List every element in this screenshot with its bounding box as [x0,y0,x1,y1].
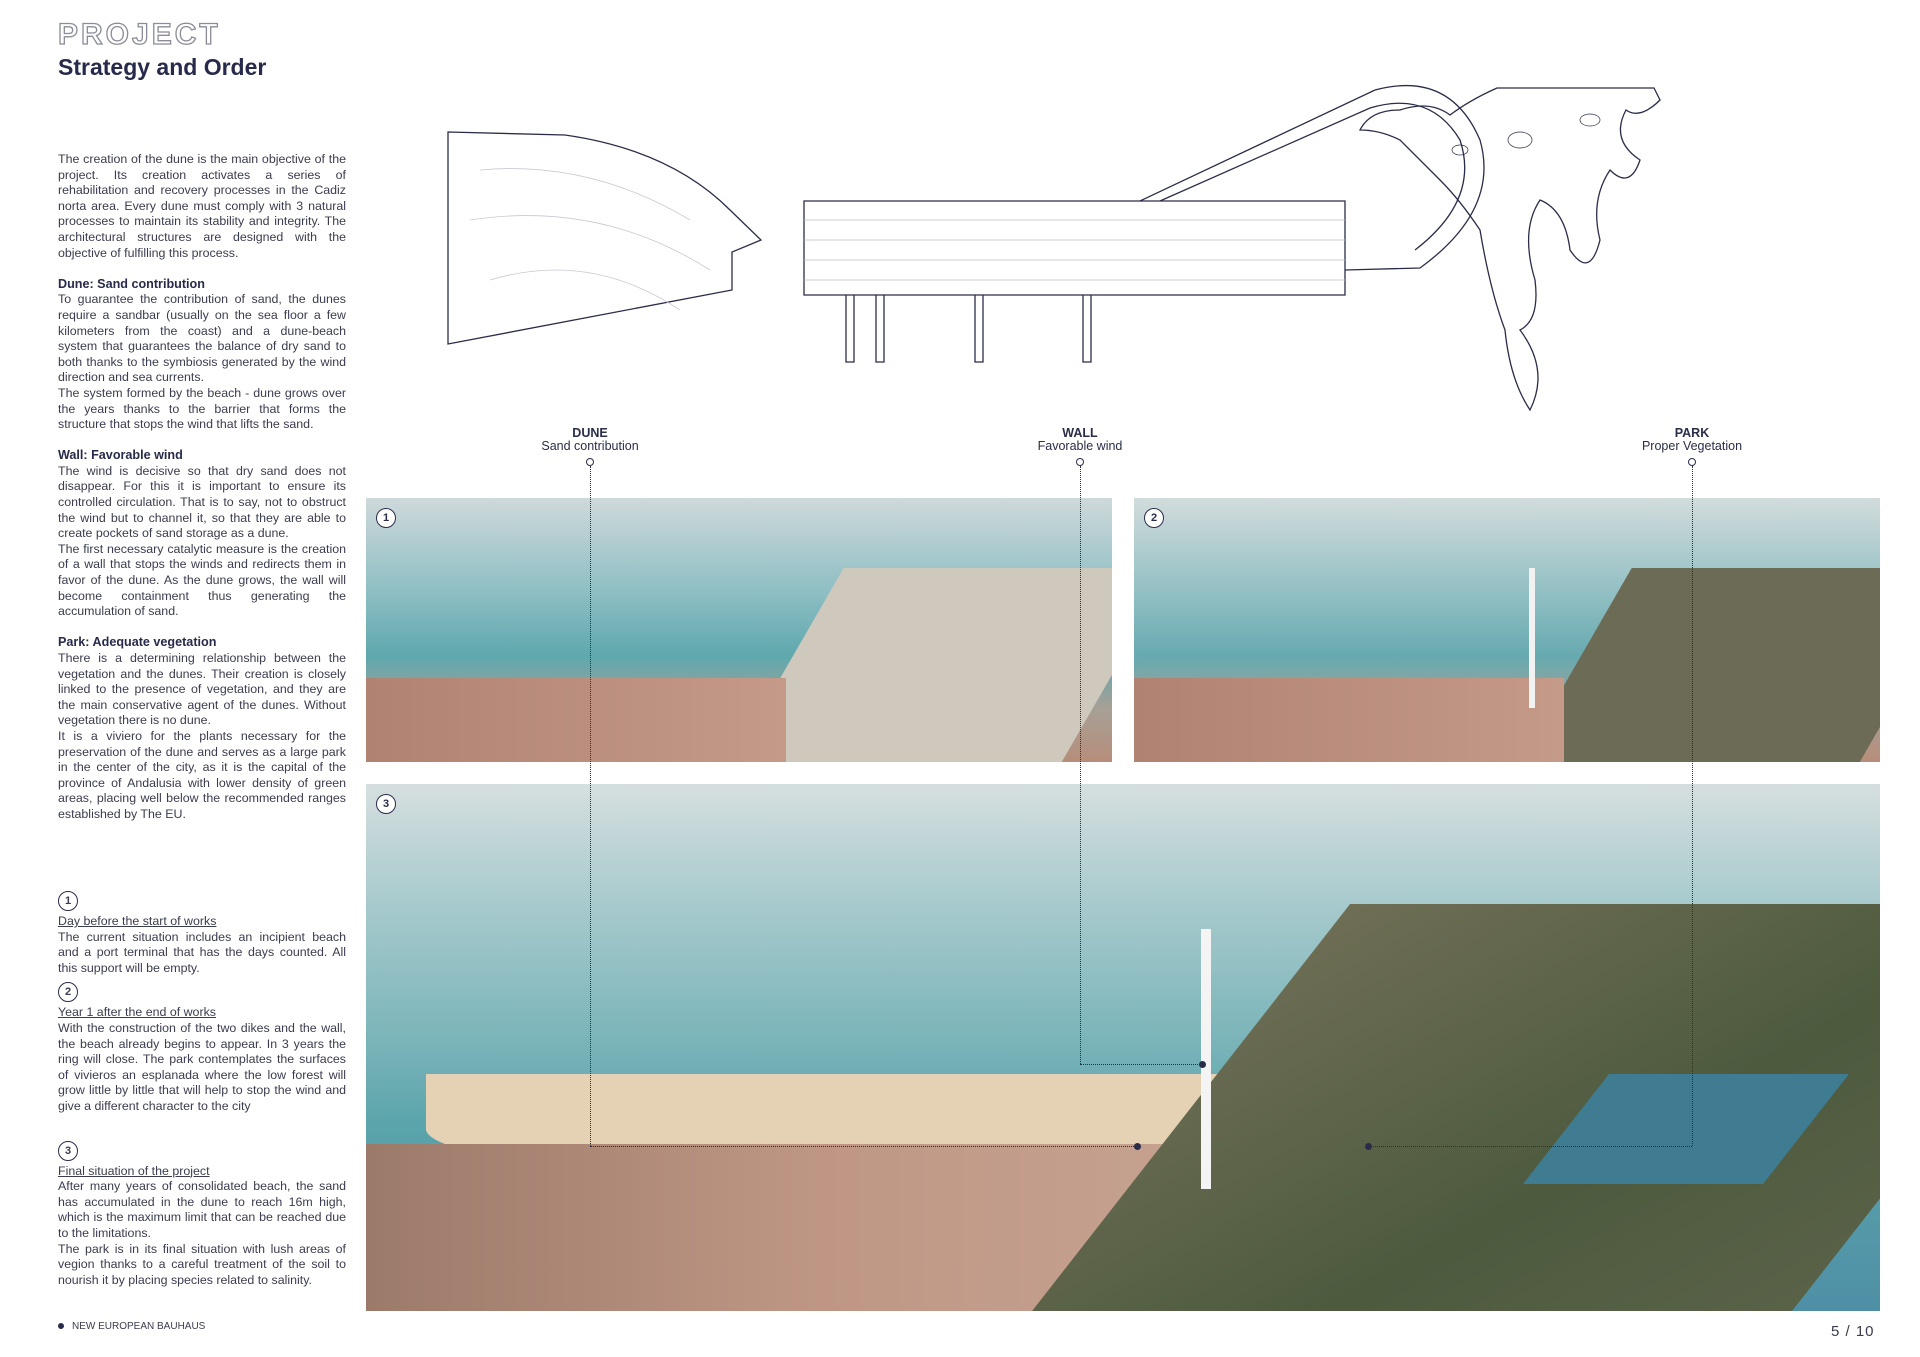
phase-title: Year 1 after the end of works [58,1005,216,1020]
page-title: Strategy and Order [58,54,267,80]
leader-line-wall [1080,1064,1202,1065]
photo-badge: 3 [376,794,396,814]
wall-structure [1529,568,1535,708]
phase-number-badge: 2 [58,982,78,1003]
wall-plan-drawing [803,84,1485,363]
label-title: DUNE [572,426,608,440]
marker-dune [586,458,594,466]
brand-label: NEW EUROPEAN BAUHAUS [72,1321,206,1332]
leader-line-park [1692,466,1693,1146]
city-area [1134,678,1564,762]
phase-text: After many years of consolidated beach, … [58,1179,346,1240]
label-title: WALL [1062,426,1098,440]
phase-number-badge: 1 [58,891,78,911]
phase-item: 2 Year 1 after the end of works With the… [58,982,346,1114]
phase-text: The park is in its final situation with … [58,1241,346,1287]
section-text: There is a determining relationship betw… [58,651,346,728]
leader-line-dune [590,1146,1138,1147]
phase-number-badge: 3 [58,1140,78,1161]
point-dune [1134,1143,1141,1150]
photo-badge: 2 [1144,508,1164,528]
marker-park [1688,458,1696,466]
phase-item: 3 Final situation of the project After m… [58,1140,346,1289]
section-text: The wind is decisive so that dry sand do… [58,463,346,541]
phase-title: Day before the start of works [58,914,217,928]
page-kicker: PROJECT [57,17,221,51]
leader-line-dune [590,466,591,1146]
label-subtitle: Sand contribution [541,439,639,453]
park-plan-drawing [1358,87,1661,412]
label-subtitle: Proper Vegetation [1641,439,1743,453]
page-number: 5 / 10 [1831,1323,1875,1340]
park-area [1516,568,1880,762]
leader-line-wall [1080,466,1081,1064]
footer-brand: NEW EUROPEAN BAUHAUS [58,1321,205,1332]
section-heading-park: Park: Adequate vegetation [58,635,217,650]
aerial-photo-2: 2 [1134,498,1880,762]
point-park [1365,1143,1372,1150]
photo-badge: 1 [376,508,396,528]
marker-wall [1076,458,1084,466]
phase-text: The current situation includes an incipi… [58,929,346,975]
section-text: The system formed by the beach - dune gr… [58,385,346,432]
text-column: The creation of the dune is the main obj… [58,152,346,823]
point-wall [1199,1061,1206,1068]
phase-list: 1 Day before the start of works The curr… [58,891,346,1288]
dune-plan-drawing [447,131,763,345]
label-subtitle: Favorable wind [1037,439,1123,453]
section-text: To guarantee the contribution of sand, t… [58,292,346,385]
label-title: PARK [1674,426,1710,440]
plan-drawings [447,84,1661,412]
wall-structure [1201,929,1211,1189]
city-area [366,678,786,762]
aerial-photo-3: 3 [366,784,1880,1311]
bullet-icon [58,1323,64,1329]
phase-text: With the construction of the two dikes a… [58,1020,346,1113]
phase-item: 1 Day before the start of works The curr… [58,891,346,976]
section-heading-wall: Wall: Favorable wind [58,448,183,463]
phase-title: Final situation of the project [58,1163,210,1178]
aerial-photo-1: 1 [366,498,1112,762]
intro-text: The creation of the dune is the main obj… [58,152,346,260]
leader-line-park [1368,1146,1692,1147]
section-text: The first necessary catalytic measure is… [58,541,346,619]
section-heading-dune: Dune: Sand contribution [58,276,205,291]
section-text: It is a viviero for the plants necessary… [58,728,346,821]
